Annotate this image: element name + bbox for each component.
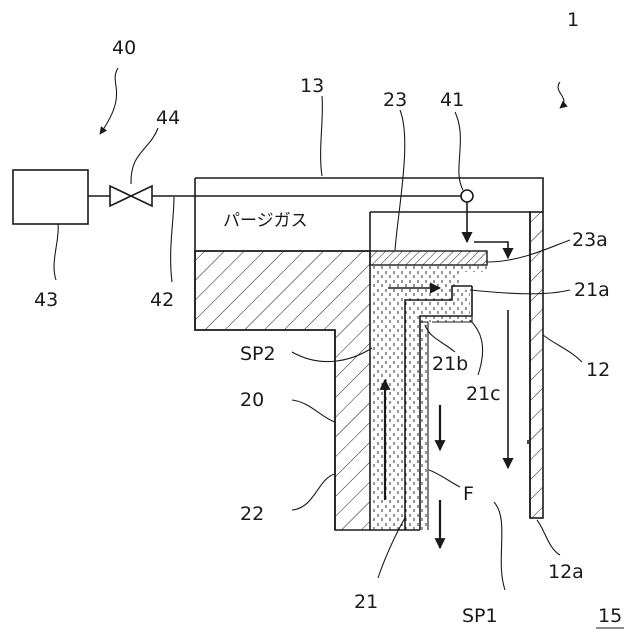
label-sp2: SP2 bbox=[240, 343, 276, 365]
label-sp1: SP1 bbox=[462, 605, 498, 627]
label-44: 44 bbox=[156, 107, 180, 129]
wall-12 bbox=[530, 212, 543, 518]
label-23: 23 bbox=[383, 89, 407, 111]
gas-source-box bbox=[13, 170, 88, 224]
leader-42 bbox=[171, 197, 174, 282]
label-40: 40 bbox=[112, 37, 136, 59]
shield-plate bbox=[370, 251, 487, 265]
label-21: 21 bbox=[354, 591, 378, 613]
label-15: 15 bbox=[598, 605, 622, 627]
leader-44 bbox=[131, 128, 158, 184]
leader-20 bbox=[292, 400, 335, 422]
label-21a: 21a bbox=[574, 279, 610, 301]
label-12a: 12a bbox=[548, 561, 584, 583]
label-22: 22 bbox=[240, 503, 264, 525]
leader-12 bbox=[543, 335, 582, 362]
label-41: 41 bbox=[440, 89, 464, 111]
label-1: 1 bbox=[567, 9, 579, 31]
leader-13 bbox=[321, 96, 323, 176]
leader-1 bbox=[558, 82, 564, 108]
leader-12a bbox=[537, 520, 560, 555]
leader-21c bbox=[470, 320, 483, 375]
leader-f bbox=[429, 470, 460, 487]
label-43: 43 bbox=[34, 289, 58, 311]
label-f: F bbox=[463, 483, 474, 505]
leader-21a bbox=[470, 290, 570, 294]
nozzle-41 bbox=[461, 190, 473, 202]
label-20: 20 bbox=[240, 389, 264, 411]
label-23a: 23a bbox=[572, 229, 608, 251]
valve-symbol bbox=[110, 186, 152, 206]
label-13: 13 bbox=[300, 75, 324, 97]
leader-22 bbox=[292, 474, 335, 510]
leader-23a bbox=[487, 240, 570, 262]
label-purge-gas: パージガス bbox=[223, 211, 308, 231]
label-42: 42 bbox=[150, 289, 174, 311]
label-21b: 21b bbox=[432, 353, 468, 375]
holder-block bbox=[195, 251, 370, 530]
label-21c: 21c bbox=[466, 383, 501, 405]
leader-23 bbox=[395, 110, 405, 250]
leader-21b bbox=[425, 325, 455, 352]
leader-43 bbox=[54, 224, 58, 280]
leader-40 bbox=[100, 68, 118, 134]
leader-sp1 bbox=[494, 502, 505, 590]
label-12: 12 bbox=[586, 359, 610, 381]
